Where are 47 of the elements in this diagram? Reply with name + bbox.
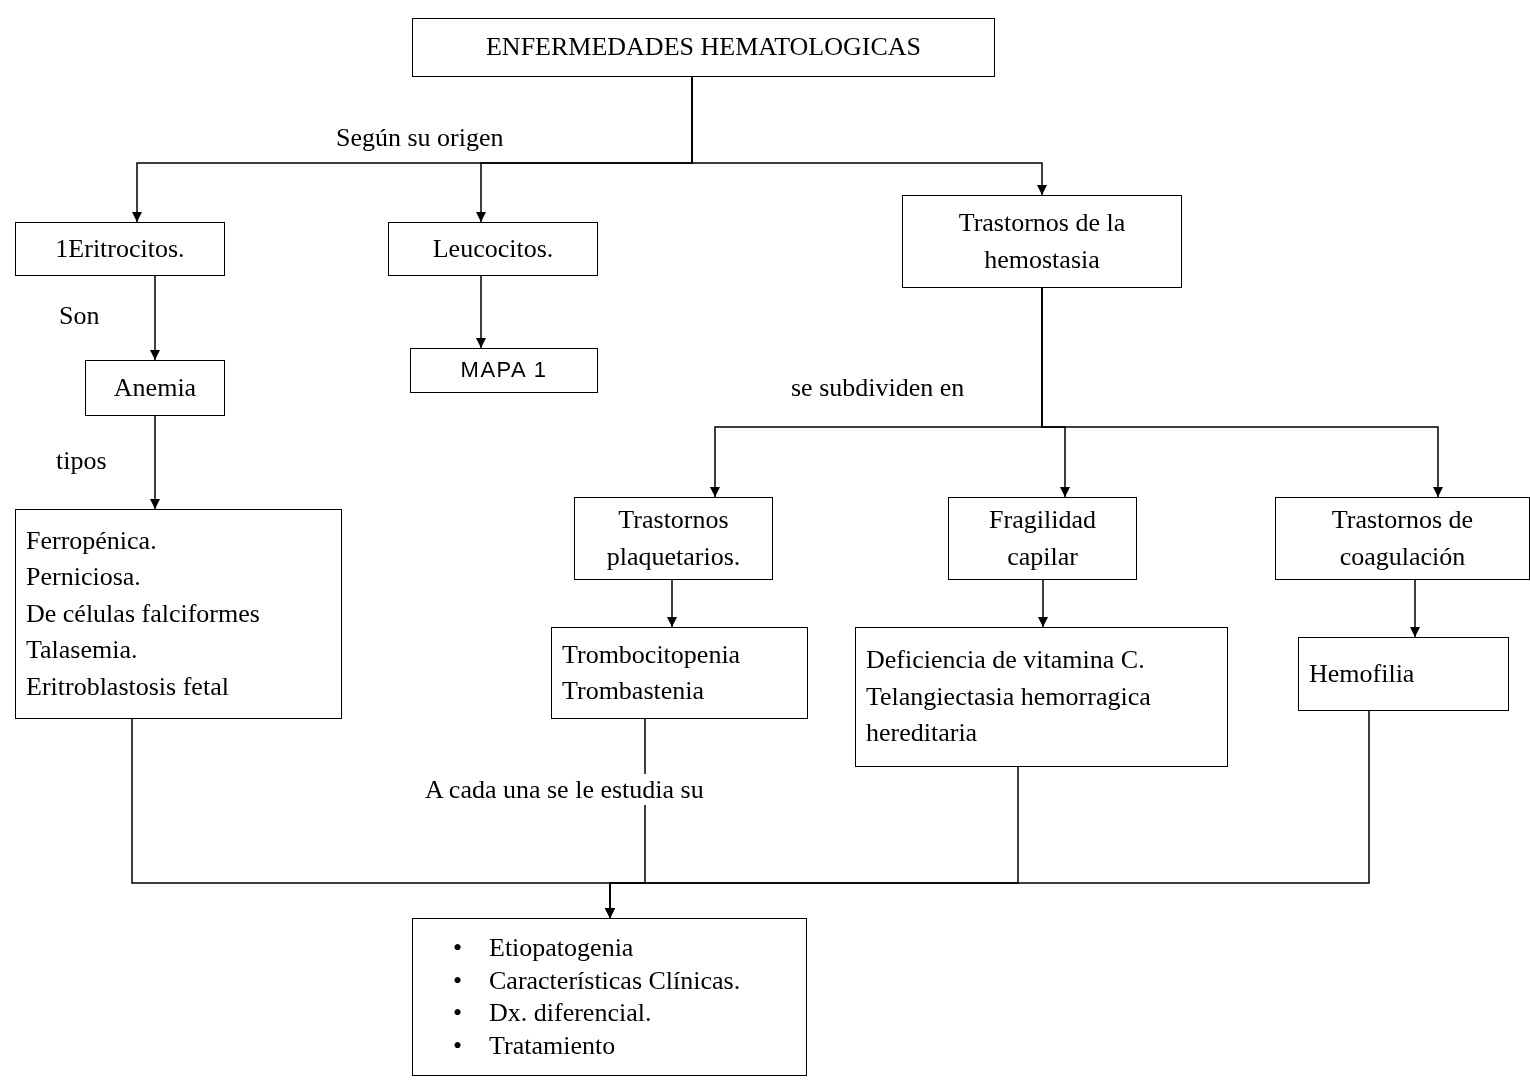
- edge-label: A cada una se le estudia su: [422, 774, 707, 806]
- list-item: • Etiopatogenia: [453, 932, 635, 964]
- node-text: Trastornos de coagulación: [1330, 504, 1475, 573]
- node-text: Deficiencia de vitamina C.: [866, 644, 1145, 677]
- list-box: [412, 918, 807, 1076]
- concept-box: [902, 195, 1182, 288]
- node-text: ENFERMEDADES HEMATOLOGICAS: [485, 31, 921, 64]
- concept-box: [1275, 497, 1530, 580]
- concept-box: [15, 222, 225, 276]
- concept-box: [412, 18, 995, 77]
- concept-box: [410, 348, 598, 393]
- arrow: [150, 275, 160, 361]
- node-text: Trombocitopenia: [562, 638, 741, 671]
- concept-box: [574, 497, 773, 580]
- node-text: Talasemia.: [26, 634, 138, 667]
- node-text: Trastornos plaquetarios.: [605, 504, 742, 573]
- concept-box: [855, 627, 1228, 767]
- node-text: Telangiectasia hemorragica hereditaria: [866, 680, 1152, 750]
- node-text: Perniciosa.: [26, 561, 141, 594]
- node-text: MAPA 1: [460, 356, 548, 385]
- list-item: • Características Clínicas.: [453, 964, 741, 997]
- arrow: [691, 76, 1047, 196]
- node-text: Leucocitos.: [432, 232, 554, 265]
- arrow: [1038, 579, 1048, 628]
- arrow: [150, 415, 160, 510]
- node-text: Eritroblastosis fetal: [26, 670, 229, 703]
- node-text: Trastornos de la hemostasia: [957, 207, 1127, 276]
- node-text: Hemofilia: [1309, 657, 1415, 690]
- arrow: [1410, 579, 1420, 638]
- node-text: 1Eritrocitos.: [55, 232, 185, 265]
- list-item: • Tratamiento: [453, 1029, 617, 1062]
- concept-box: [1298, 637, 1509, 711]
- arrow: [667, 579, 677, 628]
- concept-box: [85, 360, 225, 416]
- arrow: [1041, 287, 1443, 498]
- node-text: Fragilidad capilar: [988, 504, 1097, 573]
- concept-box: [948, 497, 1137, 580]
- arrow: [605, 710, 1370, 919]
- concept-box: [388, 222, 598, 276]
- concept-box: [551, 627, 808, 719]
- node-text: Trombastenia: [562, 675, 705, 707]
- node-text: Anemia: [113, 371, 197, 404]
- node-text: Ferropénica.: [26, 525, 157, 557]
- concept-box: [15, 509, 342, 719]
- arrow: [476, 275, 486, 349]
- list-item: • Dx. diferencial.: [453, 997, 653, 1029]
- node-text: De células falciformes: [26, 597, 260, 630]
